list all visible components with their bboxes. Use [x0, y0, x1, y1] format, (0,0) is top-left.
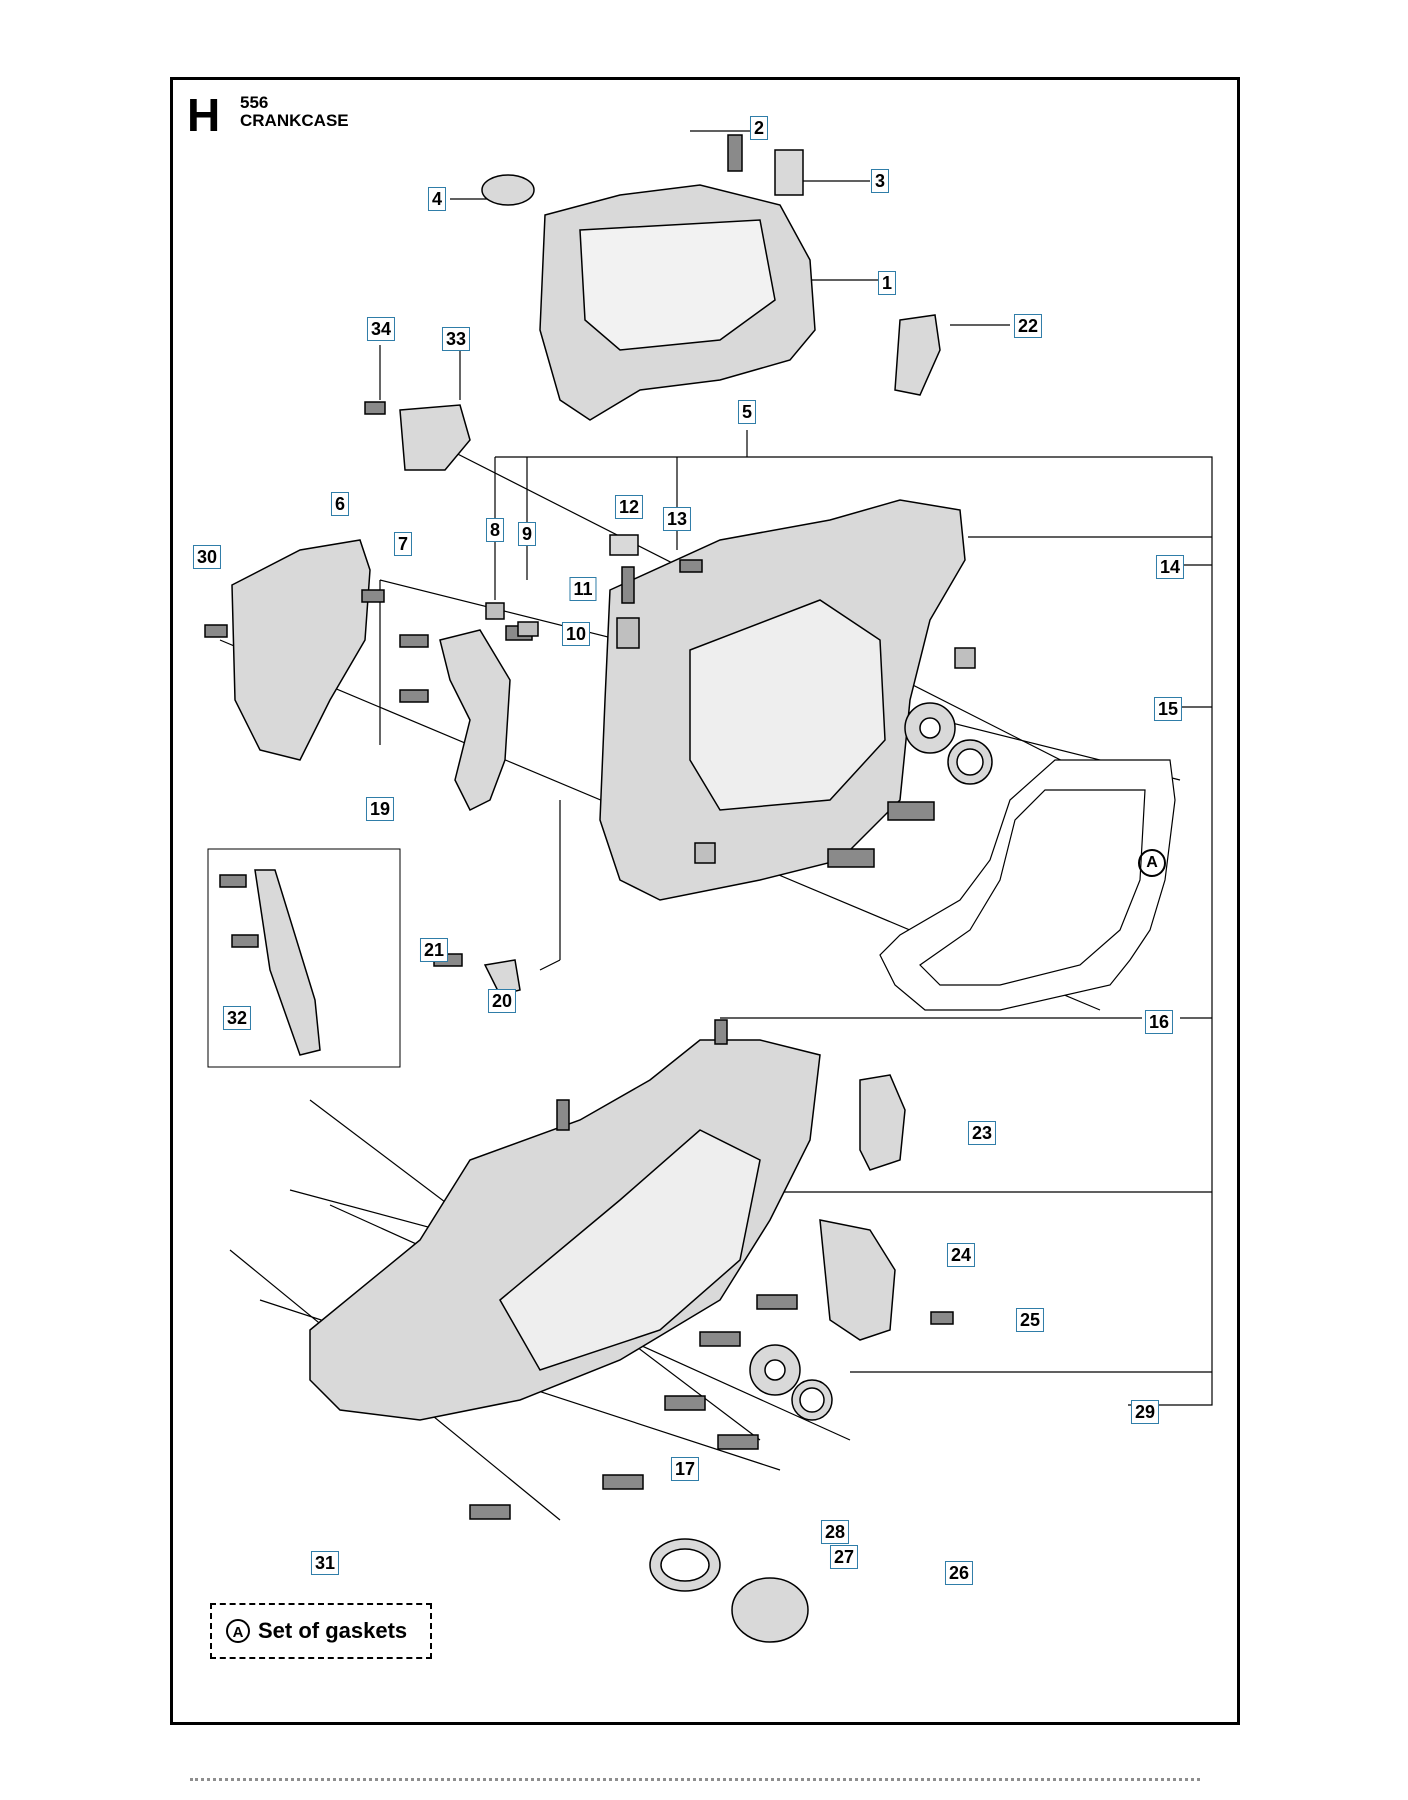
callout-part-21[interactable]: 21 [419, 938, 449, 962]
model-number: 556 [240, 93, 269, 112]
footer-text-strip [190, 1778, 1200, 1789]
callout-part-15[interactable]: 15 [1153, 697, 1183, 721]
legend-box: A Set of gaskets [210, 1603, 432, 1659]
callout-part-13[interactable]: 13 [662, 507, 692, 531]
callout-part-20[interactable]: 20 [487, 989, 517, 1013]
gasket-reference-marker: A [1138, 849, 1166, 877]
callout-part-29[interactable]: 29 [1130, 1400, 1160, 1424]
callout-part-1[interactable]: 1 [877, 271, 897, 295]
callout-part-5[interactable]: 5 [737, 400, 757, 424]
callout-part-3[interactable]: 3 [870, 169, 890, 193]
legend-symbol: A [226, 1619, 250, 1643]
callout-part-24[interactable]: 24 [946, 1243, 976, 1267]
callout-part-6[interactable]: 6 [330, 492, 350, 516]
callout-part-34[interactable]: 34 [366, 317, 396, 341]
diagram-frame [170, 77, 1240, 1725]
callout-part-32[interactable]: 32 [222, 1006, 252, 1030]
callout-part-26[interactable]: 26 [944, 1561, 974, 1585]
section-title: CRANKCASE [240, 111, 349, 130]
callout-part-25[interactable]: 25 [1015, 1308, 1045, 1332]
callout-part-8[interactable]: 8 [485, 518, 505, 542]
callout-part-19[interactable]: 19 [365, 797, 395, 821]
callout-part-27[interactable]: 27 [829, 1545, 859, 1569]
callout-part-22[interactable]: 22 [1013, 314, 1043, 338]
callout-part-17[interactable]: 17 [670, 1457, 700, 1481]
callout-part-16[interactable]: 16 [1144, 1010, 1174, 1034]
callout-part-23[interactable]: 23 [967, 1121, 997, 1145]
callout-part-11[interactable]: 11 [569, 577, 597, 601]
callout-part-31[interactable]: 31 [310, 1551, 340, 1575]
callout-part-9[interactable]: 9 [517, 522, 537, 546]
callout-part-10[interactable]: 10 [561, 622, 591, 646]
callout-part-14[interactable]: 14 [1155, 555, 1185, 579]
section-letter: H [187, 89, 221, 141]
legend-text: Set of gaskets [258, 1618, 408, 1643]
callout-part-33[interactable]: 33 [441, 327, 471, 351]
callout-part-12[interactable]: 12 [614, 495, 644, 519]
callout-part-30[interactable]: 30 [192, 545, 222, 569]
callout-part-28[interactable]: 28 [820, 1520, 850, 1544]
callout-part-2[interactable]: 2 [749, 116, 769, 140]
callout-part-4[interactable]: 4 [427, 187, 447, 211]
callout-part-7[interactable]: 7 [393, 532, 413, 556]
